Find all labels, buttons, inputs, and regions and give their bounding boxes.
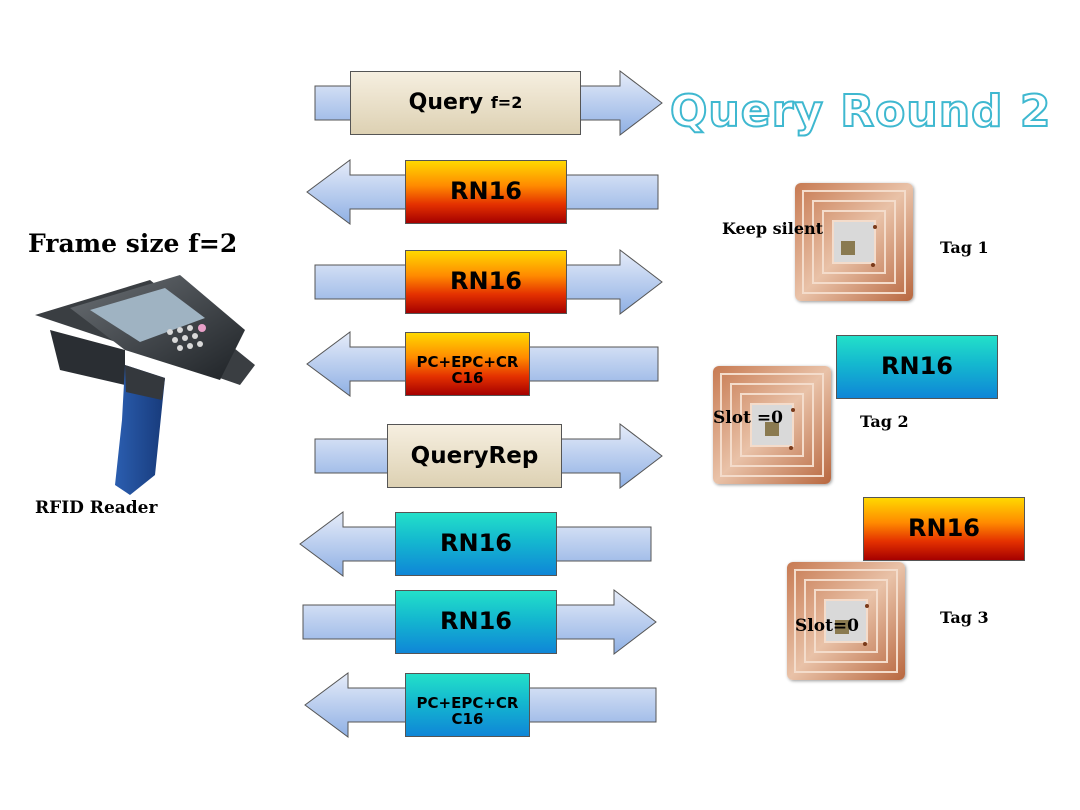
message-box-pc-epc-crc16-8: PC+EPC+CR C16 [405,673,530,737]
rfid-reader-icon [35,275,255,495]
message-sub-query: f=2 [490,92,523,112]
tag-2-label: Tag 2 [860,412,909,431]
message-box-rn16-7: RN16 [395,590,557,654]
diagram-title: Query Round 2 [669,85,1052,138]
reader-caption: RFID Reader [35,498,158,518]
message-box-rn16-3: RN16 [405,250,567,314]
message-label-rn16-3: RN16 [450,267,522,296]
message-box-queryrep: QueryRep [387,424,562,488]
tag-3-label: Tag 3 [940,608,989,627]
tag-2-reply-label: RN16 [881,352,953,381]
tag-2-reply-box: RN16 [836,335,998,399]
tag-2-status: Slot =0 [713,408,783,428]
tag-1-status: Keep silent [722,219,824,238]
frame-size-label: Frame size f=2 [28,229,238,258]
tag-3-reply-box: RN16 [863,497,1025,561]
message-label-pc-epc-crc16-8: PC+EPC+CR C16 [416,694,519,728]
tag-2-antenna-icon [713,366,831,484]
message-label-rn16-7: RN16 [440,607,512,636]
tag-3-status: Slot=0 [795,616,859,636]
tag-1-label: Tag 1 [940,238,989,257]
message-label-pc-epc-crc16-4: PC+EPC+CR C16 [416,353,519,387]
tag-3-antenna-icon [787,562,905,680]
message-box-pc-epc-crc16-4: PC+EPC+CR C16 [405,332,530,396]
message-box-rn16-2: RN16 [405,160,567,224]
message-box-query: Query f=2 [350,71,581,135]
tag-3-reply-label: RN16 [908,514,980,543]
message-label-queryrep: QueryRep [410,442,539,469]
message-label-rn16-2: RN16 [450,177,522,206]
message-label-query: Query [408,90,484,116]
tag-1-antenna-icon [795,183,913,301]
message-box-rn16-6: RN16 [395,512,557,576]
message-label-rn16-6: RN16 [440,529,512,558]
